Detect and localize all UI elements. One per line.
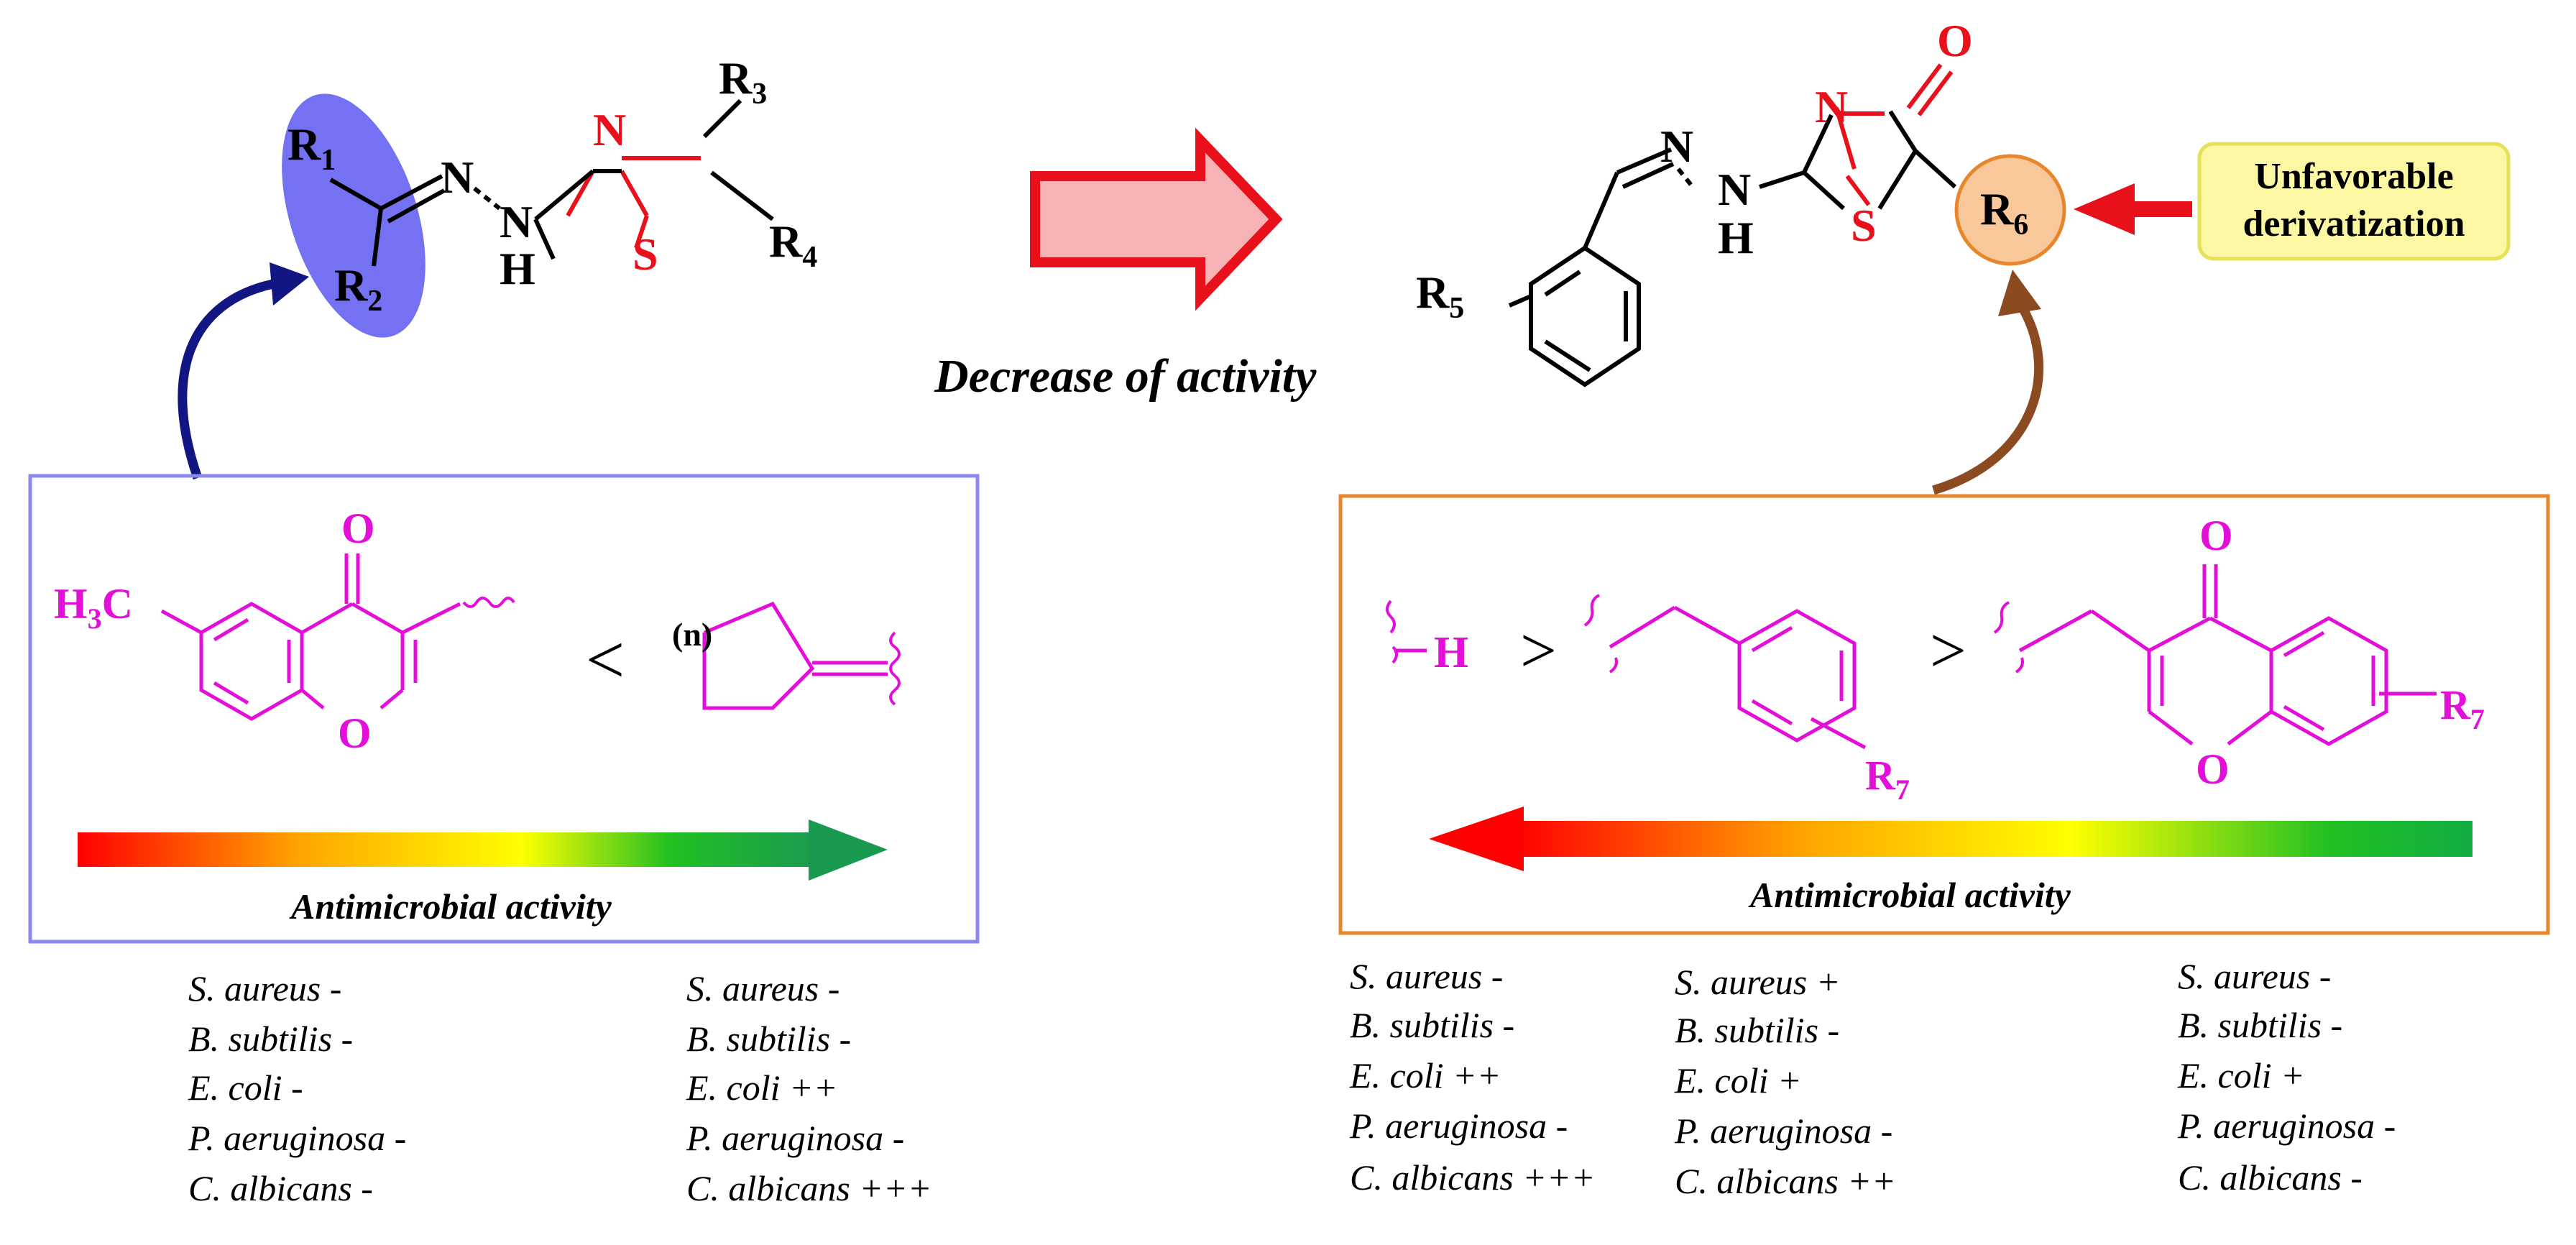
r4-label: R4 <box>769 216 817 274</box>
r7-styryl-label: R7 <box>1865 752 1910 806</box>
brown-curved-arrow <box>1932 270 2044 495</box>
legend-right-chromonyl: S. aureus - B. subtilis - E. coli + P. a… <box>2177 956 2396 1198</box>
legend-item: B. subtilis - <box>686 1019 851 1059</box>
thiazole-s-label: S <box>632 229 658 280</box>
less-than-symbol: < <box>586 621 625 698</box>
chromone-carbonyl-o: O <box>341 505 375 552</box>
imine-n-label: N <box>1660 121 1693 172</box>
legend-item: S. aureus - <box>1350 956 1503 996</box>
n-ring-size-label: (n) <box>672 616 712 653</box>
red-pointer-arrow <box>2074 183 2192 235</box>
legend-item: B. subtilis - <box>2178 1005 2342 1045</box>
r1-label: R1 <box>288 119 336 177</box>
right-h-substituent <box>1386 599 1427 664</box>
legend-item: B. subtilis - <box>188 1019 353 1059</box>
chromone-ring-o: O <box>2196 745 2230 793</box>
legend-left-chromone: S. aureus - B. subtilis - E. coli - P. a… <box>188 968 406 1208</box>
r7-chromone-label: R7 <box>2440 681 2485 735</box>
amine-h-label: H <box>500 243 535 294</box>
legend-left-cycloalkyl: S. aureus - B. subtilis - E. coli ++ P. … <box>686 968 932 1208</box>
legend-item: C. albicans +++ <box>1350 1157 1596 1198</box>
thiazolone-s-label: S <box>1851 200 1877 251</box>
legend-right-h: S. aureus - B. subtilis - E. coli ++ P. … <box>1349 956 1596 1198</box>
legend-item: S. aureus - <box>188 968 341 1009</box>
legend-item: B. subtilis - <box>1350 1005 1514 1045</box>
greater-than-symbol-1: > <box>1520 615 1557 686</box>
legend-item: E. coli + <box>1674 1060 1802 1101</box>
thiazolone-n-label: N <box>1815 81 1848 132</box>
right-activity-gradient-arrow <box>1429 807 2472 871</box>
amine-h-label: H <box>1718 212 1754 263</box>
thiazole-n-label: N <box>593 104 626 155</box>
r2-label: R2 <box>334 259 382 318</box>
note-line1: Unfavorable <box>2254 156 2453 197</box>
legend-right-styryl: S. aureus + B. subtilis - E. coli + P. a… <box>1674 962 1896 1201</box>
legend-item: P. aeruginosa - <box>686 1118 904 1158</box>
right-thiazolone-ring <box>1834 63 1954 206</box>
legend-item: P. aeruginosa - <box>1349 1106 1568 1146</box>
legend-item: E. coli ++ <box>1349 1055 1501 1095</box>
left-bonds <box>329 174 501 267</box>
chromone-structure <box>160 553 515 721</box>
r3-label: R3 <box>719 52 767 111</box>
carbonyl-o-label: O <box>1937 15 1973 66</box>
greater-than-symbol-2: > <box>1930 615 1966 686</box>
left-hydrazone-thiazole-structure: R1 R2 N N H N S R3 R4 <box>282 52 817 338</box>
legend-item: S. aureus - <box>2178 956 2331 996</box>
left-activity-gradient-arrow <box>78 819 888 881</box>
legend-item: E. coli ++ <box>686 1067 838 1108</box>
left-activity-label: Antimicrobial activity <box>289 886 612 927</box>
right-h-label: H <box>1434 628 1468 677</box>
h3c-label: H3C <box>54 580 133 635</box>
legend-item: C. albicans - <box>2178 1157 2363 1198</box>
chromone-ring-o: O <box>338 709 372 757</box>
left-sar-box: O O H3C < (n) Antimicrobial activity <box>28 474 980 944</box>
note-line2: derivatization <box>2242 203 2465 244</box>
r5-label: R5 <box>1416 267 1464 325</box>
left-thiazole-ring <box>566 156 701 249</box>
r1-r2-highlight-ellipse <box>282 93 426 338</box>
amine-n-label: N <box>500 196 533 247</box>
legend-item: E. coli - <box>188 1067 303 1108</box>
navy-curved-arrow <box>178 262 309 480</box>
styryl-structure <box>1583 594 1867 750</box>
benzene-ring <box>1508 147 1805 387</box>
decrease-arrow <box>1030 127 1283 311</box>
right-thiazolone-structure: N N H N S O R5 R6 <box>1416 15 2066 387</box>
r6-highlight-circle <box>1954 154 2066 266</box>
chromone-carbonyl-o: O <box>2199 512 2233 559</box>
legend-item: P. aeruginosa - <box>1674 1111 1892 1151</box>
chromonyl-vinyl-structure <box>1993 564 2437 746</box>
legend-item: S. aureus + <box>1675 962 1841 1002</box>
legend-item: P. aeruginosa - <box>188 1118 406 1158</box>
legend-item: E. coli + <box>2177 1055 2305 1095</box>
legend-item: C. albicans ++ <box>1675 1161 1896 1201</box>
legend-item: C. albicans +++ <box>686 1168 932 1208</box>
imine-n-label: N <box>441 152 474 203</box>
legend-item: B. subtilis - <box>1675 1010 1839 1050</box>
decrease-of-activity-label: Decrease of activity <box>934 350 1317 403</box>
right-activity-label: Antimicrobial activity <box>1748 875 2071 915</box>
legend-item: P. aeruginosa - <box>2177 1106 2396 1146</box>
r6-label: R6 <box>1980 183 2028 242</box>
unfavorable-derivatization-note: Unfavorable derivatization <box>2197 142 2511 261</box>
cycloalkylidene-structure <box>702 601 901 710</box>
legend-item: C. albicans - <box>188 1168 373 1208</box>
amine-n-label: N <box>1718 164 1751 215</box>
legend-item: S. aureus - <box>686 968 840 1009</box>
right-sar-box: H > R7 > <box>1338 494 2550 935</box>
